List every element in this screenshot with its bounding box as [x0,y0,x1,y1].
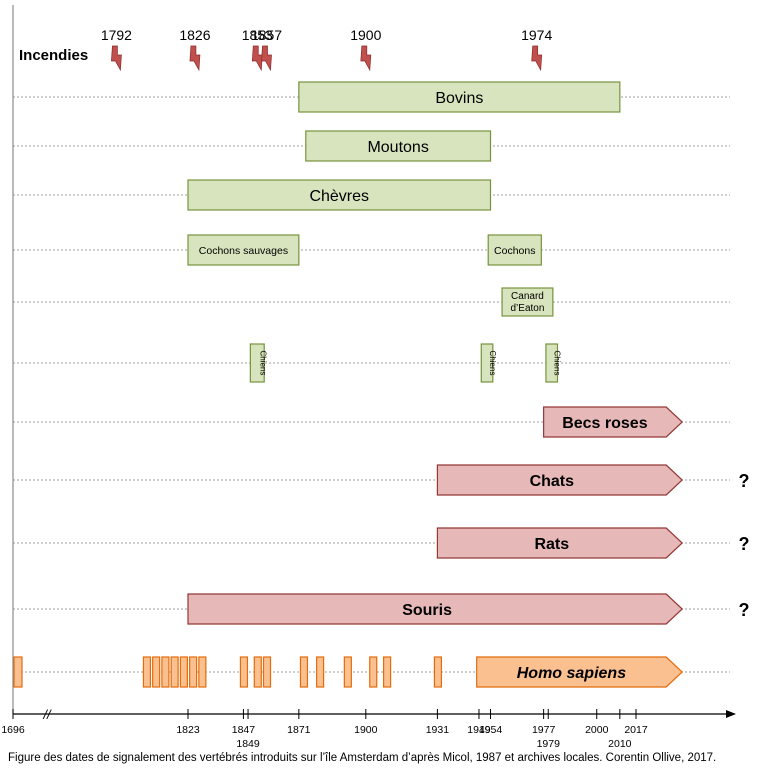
axis-tick-label-1954: 1954 [479,724,503,736]
axis-tick-label-1849: 1849 [236,738,260,750]
human-visit-1809 [152,656,161,688]
fire-icon-1974 [531,45,543,72]
bar-cochons-sauvages [187,234,300,266]
bar-label-moutons: Moutons [367,139,428,156]
human-visit-1909 [382,656,392,688]
human-visit-1813 [161,656,170,688]
bar-label-homo-sapiens: Homo sapiens [517,665,626,682]
human-visit-1805 [142,656,152,688]
time-axis-arrow [726,710,736,718]
human-visit-1853 [253,656,262,688]
axis-tick-label-1949: 1949 [467,724,491,736]
bar-chats [436,464,684,496]
axis-tick-label-1871: 1871 [287,724,311,736]
bar-bovins [298,81,621,113]
axis-tick-label-1823: 1823 [176,724,200,736]
bar-label-chiens-0: Chiens [258,351,267,376]
bar-label-cochons: Cochons [494,245,535,257]
human-visit-1903 [369,656,378,688]
axis-tick-label-1931: 1931 [426,724,450,736]
bar-label-ch-vres: Chèvres [309,188,369,205]
bar-chiens-1 [480,343,494,383]
bar-ch-vres [187,179,492,211]
bar-rats [436,527,684,559]
fire-year-1900: 1900 [350,27,381,43]
figure-caption: Figure des dates de signalement des vert… [8,752,717,764]
human-visit-1892 [343,656,352,688]
human-visit-1847 [239,656,249,688]
bar-canard-d-eaton [501,287,554,317]
axis-tick-label-2017: 2017 [624,724,648,736]
fire-icon-1900 [360,45,372,72]
axis-tick-label-2010: 2010 [608,738,632,750]
bar-label-canard-d-eaton-line-1: d’Eaton [511,303,545,314]
unknown-marker-8: ? [739,534,750,554]
bar-souris [187,593,684,625]
bar-becs-roses [543,406,684,438]
axis-break: // [42,707,52,722]
fire-year-1974: 1974 [521,27,552,43]
axis-tick-label-1900: 1900 [354,724,378,736]
bar-label-canard-d-eaton-line-0: Canard [511,291,544,302]
fire-icon-1792 [111,45,122,72]
bar-homo-sapiens [476,656,684,688]
axis-tick-label-1847: 1847 [232,724,256,736]
axis-tick-label-1696: 1696 [1,724,25,736]
fire-icon-1857 [261,45,272,72]
fire-year-1792: 1792 [101,27,132,43]
bar-chiens-0 [249,343,265,383]
fire-year-1853: 1853 [242,27,273,43]
human-visit-1696 [13,656,23,688]
bar-chiens-2 [545,343,559,383]
fire-icon-1826 [189,45,201,72]
fire-year-1857: 1857 [251,27,282,43]
unknown-marker-9: ? [739,600,750,620]
bar-label-chiens-2: Chiens [553,351,562,376]
bar-cochons [487,234,542,266]
bar-label-becs-roses: Becs roses [562,415,647,432]
human-visit-1817 [170,656,179,688]
axis-tick-label-2000: 2000 [585,724,609,736]
human-visit-1821 [179,656,188,688]
human-visit-1873 [299,656,309,688]
human-visit-1829 [198,656,207,688]
fire-icon-1853 [251,45,263,72]
bar-label-cochons-sauvages: Cochons sauvages [199,245,288,257]
fires-label: Incendies [19,47,88,64]
bar-label-chiens-1: Chiens [488,351,497,376]
human-visit-1880 [316,656,325,688]
fire-year-1826: 1826 [179,27,210,43]
axis-tick-label-1979: 1979 [537,738,561,750]
bar-label-bovins: Bovins [435,90,483,107]
bar-label-souris: Souris [402,602,452,619]
bar-label-rats: Rats [534,536,569,553]
human-visit-1931 [433,656,443,688]
axis-tick-label-1977: 1977 [532,724,556,736]
human-visit-1825 [189,656,198,688]
unknown-marker-7: ? [739,471,750,491]
bar-moutons [305,130,492,162]
bar-label-chats: Chats [530,473,575,490]
human-visit-1857 [262,656,272,688]
